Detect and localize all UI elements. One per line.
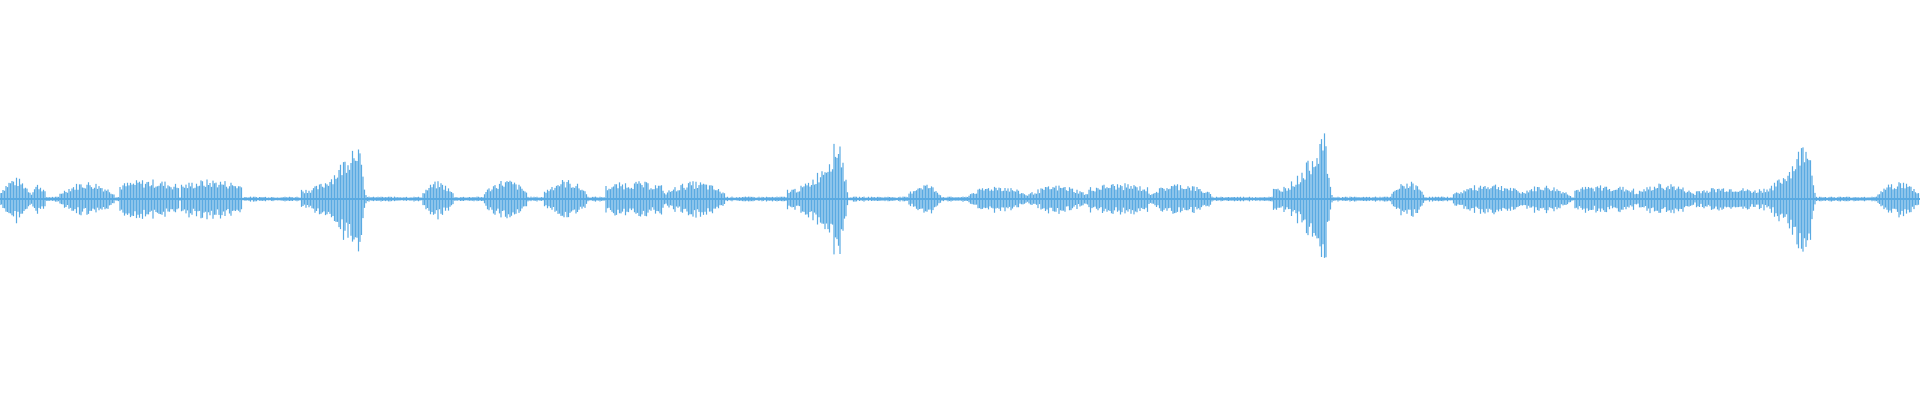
waveform-samples: [0, 133, 1920, 258]
waveform-path: [0, 133, 1920, 258]
